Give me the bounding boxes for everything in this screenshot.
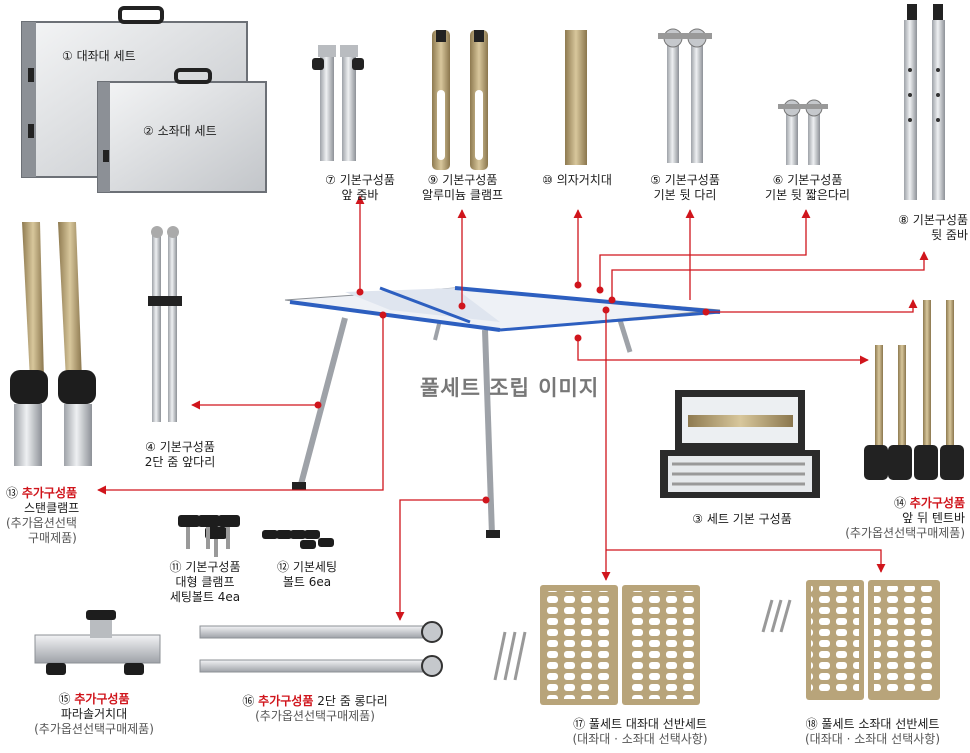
label-number: ⑭	[893, 496, 906, 510]
long-leg-image	[199, 621, 443, 677]
label-line: 기본세팅	[292, 560, 337, 574]
rear-zoom-bar-image	[904, 4, 945, 200]
label-stand-clamp: ⑬ 추가구성품 스탠클램프 (추가옵션선택 구매제품)	[6, 486, 106, 546]
label-number: ⑮	[58, 692, 71, 706]
case-large-number: ①	[62, 49, 73, 63]
parasol-holder-image	[34, 610, 161, 675]
label-basic-set: ③ 세트 기본 구성품	[672, 512, 812, 527]
label-note: (추가옵션선택구매제품)	[845, 526, 965, 540]
label-number: ⑯	[242, 694, 255, 708]
label-line: 앞 뒤 텐트바	[902, 511, 965, 525]
label-number: ⑱	[805, 717, 818, 731]
label-line: 알루미늄 클램프	[421, 188, 504, 202]
case-large-text: 대좌대 세트	[76, 49, 136, 63]
label-line: 의자거치대	[556, 173, 612, 187]
optional-tag: 추가구성품	[74, 692, 130, 706]
label-line: 볼트 6ea	[282, 575, 332, 589]
label-note: (대좌대 · 소좌대 선택사항)	[572, 732, 708, 746]
optional-tag: 추가구성품	[258, 694, 314, 708]
label-aluminum-clamp: ⑨ 기본구성품 알루미늄 클램프	[400, 173, 525, 203]
label-line: 2단 줌 롱다리	[317, 694, 388, 708]
label-line: 기본구성품	[912, 213, 968, 227]
label-line: 기본구성품	[664, 173, 720, 187]
label-large-clamp-bolts: ⑪ 기본구성품 대형 클램프 세팅볼트 4ea	[150, 560, 260, 605]
label-line: 세팅볼트 4ea	[169, 590, 241, 604]
label-line: 2단 줌 앞다리	[144, 455, 216, 469]
callout-dots	[314, 281, 710, 504]
label-front-zoom-bar: ⑦ 기본구성품 앞 줌바	[300, 173, 420, 203]
label-number: ⑫	[276, 560, 289, 574]
rear-leg-image	[658, 28, 712, 163]
optional-tag: 추가구성품	[909, 496, 965, 510]
label-line: 풀세트 대좌대 선반세트	[588, 717, 707, 731]
label-note: 구매제품)	[28, 531, 77, 545]
label-line: 기본구성품	[159, 440, 215, 454]
case-small-number: ②	[143, 124, 154, 138]
label-long-leg: ⑯ 추가구성품 2단 줌 롱다리 (추가옵션선택구매제품)	[220, 694, 410, 724]
open-case-image	[660, 390, 820, 498]
label-line: 기본구성품	[339, 173, 395, 187]
label-line: 앞 줌바	[341, 188, 379, 202]
label-number: ⑰	[573, 717, 586, 731]
label-number: ③	[692, 512, 703, 526]
label-number: ⑩	[542, 173, 553, 187]
rear-short-leg-image	[778, 99, 828, 165]
front-zoom-bar-image	[312, 45, 364, 161]
small-case-image	[97, 68, 267, 193]
label-line: 기본구성품	[787, 173, 843, 187]
label-number: ⑥	[772, 173, 784, 187]
case-label-small: ② 소좌대 세트	[143, 122, 217, 139]
case-label-large: ① 대좌대 세트	[62, 47, 136, 64]
chair-holder-image	[565, 30, 587, 165]
large-clamp-bolts-image	[178, 515, 240, 557]
label-rear-short-leg: ⑥ 기본구성품 기본 뒷 짧은다리	[740, 173, 875, 203]
label-large-shelf-set: ⑰ 풀세트 대좌대 선반세트 (대좌대 · 소좌대 선택사항)	[545, 717, 735, 747]
label-note: (추가옵션선택구매제품)	[34, 722, 154, 736]
tent-bar-image	[864, 300, 964, 480]
label-line: 대형 클램프	[175, 575, 235, 589]
label-rear-zoom-bar: ⑧ 기본구성품 뒷 줌바	[868, 213, 968, 243]
label-note: (추가옵션선택	[6, 516, 77, 530]
label-basic-bolts: ⑫ 기본세팅 볼트 6ea	[262, 560, 352, 590]
label-line: 풀세트 소좌대 선반세트	[821, 717, 940, 731]
label-line: 기본구성품	[442, 173, 498, 187]
optional-tag: 추가구성품	[21, 486, 78, 500]
stand-clamp-image	[10, 222, 96, 466]
label-front-leg: ④ 기본구성품 2단 줌 앞다리	[120, 440, 240, 470]
label-parasol-holder: ⑮ 추가구성품 파라솔거치대 (추가옵션선택구매제품)	[4, 692, 184, 737]
label-chair-holder: ⑩ 의자거치대	[522, 173, 632, 188]
label-number: ⑦	[325, 173, 336, 187]
label-note: (추가옵션선택구매제품)	[255, 709, 375, 723]
label-line: 스탠클램프	[24, 501, 80, 515]
basic-bolts-image	[262, 530, 334, 549]
label-line: 뒷 줌바	[931, 228, 968, 242]
aluminum-clamp-image	[432, 30, 488, 170]
page-title: 풀세트 조립 이미지	[420, 376, 600, 400]
label-number: ④	[145, 440, 156, 454]
label-line: 파라솔거치대	[60, 707, 128, 721]
label-number: ⑧	[898, 213, 909, 227]
label-number: ⑨	[427, 173, 439, 187]
label-number: ⑤	[650, 173, 661, 187]
assembled-table-image	[284, 286, 721, 538]
label-rear-leg: ⑤ 기본구성품 기본 뒷 다리	[630, 173, 740, 203]
callout-arrows	[97, 195, 929, 621]
label-line: 기본 뒷 다리	[653, 188, 717, 202]
small-shelf-set-image	[761, 580, 940, 700]
label-line: 기본 뒷 짧은다리	[765, 188, 850, 202]
label-line: 세트 기본 구성품	[706, 512, 792, 526]
case-small-text: 소좌대 세트	[157, 124, 217, 138]
label-number: ⑬	[6, 486, 19, 500]
label-number: ⑪	[169, 560, 182, 574]
large-shelf-set-image	[493, 585, 700, 705]
label-small-shelf-set: ⑱ 풀세트 소좌대 선반세트 (대좌대 · 소좌대 선택사항)	[780, 717, 965, 747]
front-leg-image	[148, 226, 182, 422]
label-tent-bar: ⑭ 추가구성품 앞 뒤 텐트바 (추가옵션선택구매제품)	[820, 496, 965, 541]
label-line: 기본구성품	[185, 560, 241, 574]
label-note: (대좌대 · 소좌대 선택사항)	[804, 732, 941, 746]
